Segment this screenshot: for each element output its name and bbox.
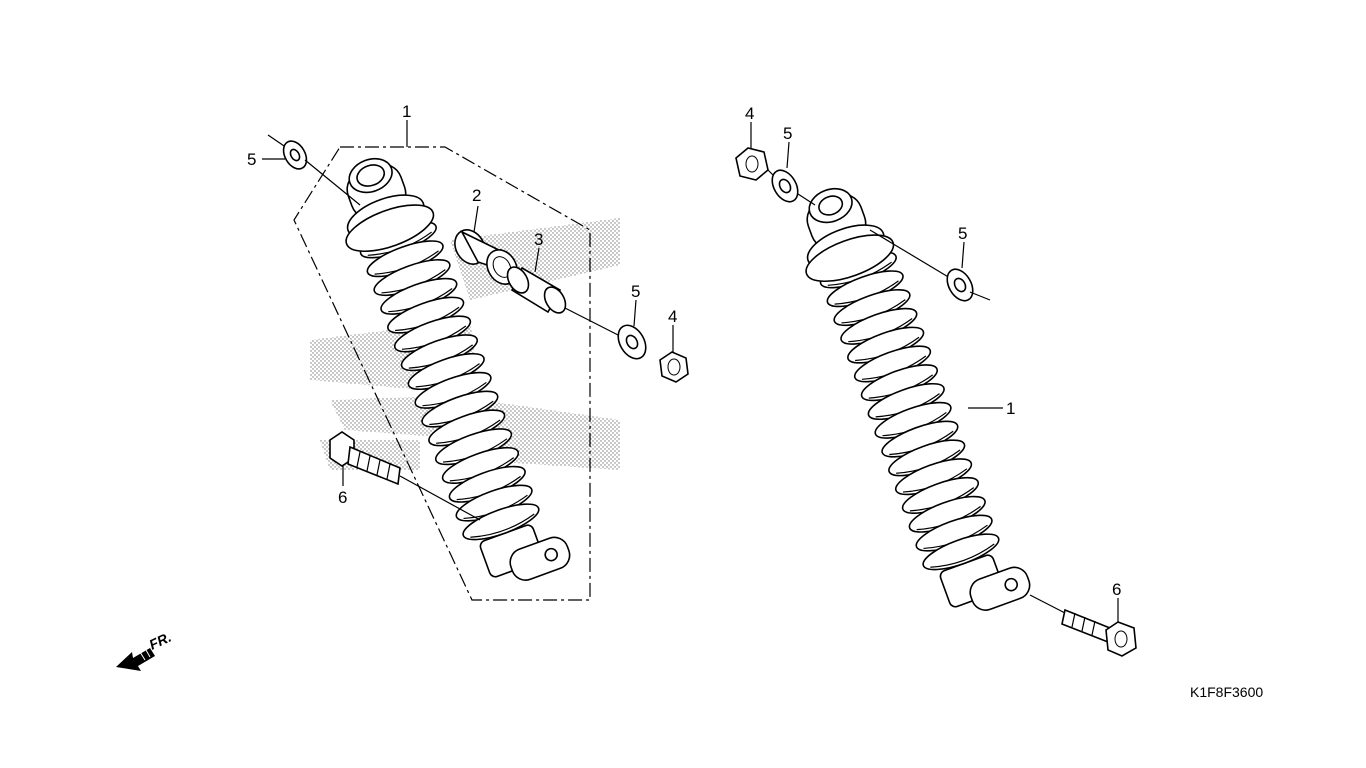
callout-right-washer-outer: 5 [783,124,792,143]
front-direction-indicator: FR. [116,629,174,671]
callout-left-nut: 4 [668,307,677,326]
right-shock-absorber [805,187,1031,611]
callout-right-nut: 4 [745,104,754,123]
front-arrow-stripes [139,649,151,661]
callout-left-lower-washer: 5 [631,282,640,301]
front-arrow-icon [116,648,155,671]
right-washer-inner [869,229,991,302]
spring-coil-shade [930,543,995,568]
left-nut [659,351,689,383]
left-lower-washer [617,324,647,360]
right-washer-outer [771,169,816,206]
callout-left-assembly: 1 [402,102,411,121]
left-bushing [454,229,520,285]
spring-coil [462,503,540,541]
spring-coil [922,533,1000,571]
left-shock-absorber [345,157,571,581]
right-bolt [1029,594,1137,657]
leader-lines [262,122,1119,622]
drawing-code: K1F8F3600 [1190,684,1263,700]
callout-labels: 1 2 3 5 5 4 6 4 5 5 1 6 [247,102,1121,599]
callout-left-bolt: 6 [338,488,347,507]
callout-right-washer-inner: 5 [958,224,967,243]
callout-left-bushing: 2 [472,186,481,205]
spring-coil-shade [470,513,535,538]
callout-right-shock: 1 [1006,399,1015,418]
callout-left-collar: 3 [534,230,543,249]
left-collar [506,266,621,337]
front-label: FR. [147,629,174,653]
left-upper-washer [267,134,361,206]
right-nut [735,147,777,181]
left-bolt [329,431,481,521]
callout-right-bolt: 6 [1112,580,1121,599]
callout-left-upper-washer: 5 [247,150,256,169]
assembly-boundary [293,120,591,601]
